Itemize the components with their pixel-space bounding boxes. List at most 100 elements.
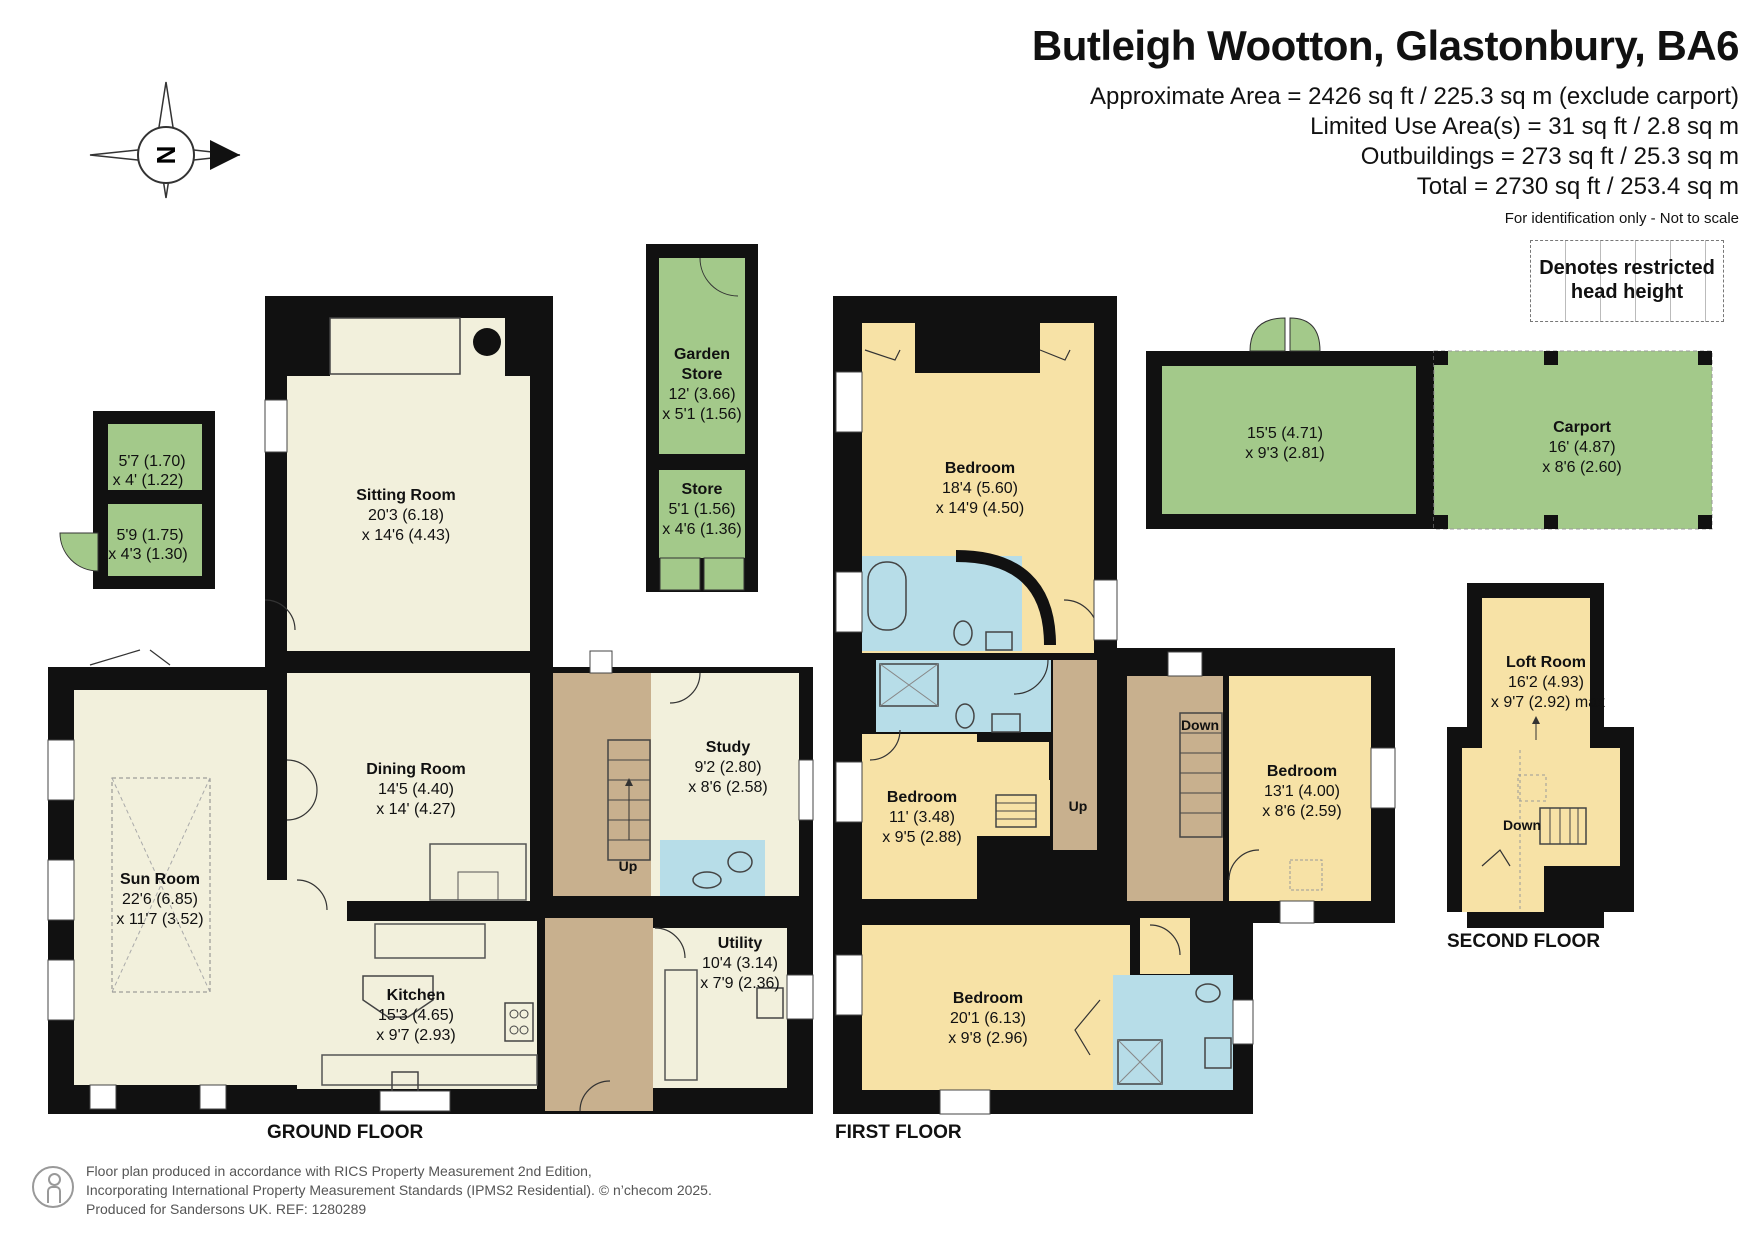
room-label-carport: Carport 16' (4.87) x 8'6 (2.60) <box>1542 419 1622 476</box>
room-dim: x 14'9 (4.50) <box>936 500 1024 517</box>
room-label-bedroom-master: Bedroom 18'4 (5.60) x 14'9 (4.50) <box>936 460 1024 517</box>
room-name: Study <box>706 739 751 756</box>
room-dim: x 8'6 (2.60) <box>1542 459 1622 476</box>
floor-label-ground: GROUND FLOOR <box>267 1122 423 1143</box>
room-label-bedroom-second: Bedroom 11' (3.48) x 9'5 (2.88) <box>882 789 962 846</box>
legend-line: head height <box>1570 281 1684 303</box>
carport <box>1433 350 1713 530</box>
stair-up-label-first: Up <box>1069 798 1088 814</box>
stair-down-label-second: Down <box>1503 817 1541 833</box>
room-dim: 13'1 (4.00) <box>1264 783 1340 800</box>
room-dim: 12' (3.66) <box>668 386 735 403</box>
room-dim: 15'5 (4.71) <box>1247 425 1323 442</box>
footer-line: Floor plan produced in accordance with R… <box>86 1163 592 1179</box>
room-dim: x 9'5 (2.88) <box>882 829 962 846</box>
room-dim: 5'7 (1.70) <box>118 453 185 470</box>
room-name: Store <box>682 366 723 383</box>
room-dim: 14'5 (4.40) <box>378 781 454 798</box>
room-dim: x 8'6 (2.58) <box>688 779 768 796</box>
room-dim: 20'1 (6.13) <box>950 1010 1026 1027</box>
room-dim: x 8'6 (2.59) <box>1262 803 1342 820</box>
floor-label-first: FIRST FLOOR <box>835 1122 962 1143</box>
room-name: Sun Room <box>120 871 200 888</box>
room-label-loft: Loft Room 16'2 (4.93) x 9'7 (2.92) max <box>1491 654 1605 711</box>
sun-room <box>74 690 267 1085</box>
compass-north-label: N <box>151 146 181 165</box>
stair-up-label-ground: Up <box>619 858 638 874</box>
room-dim: x 4' (1.22) <box>113 472 184 489</box>
ground-hall <box>553 673 651 896</box>
room-name: Kitchen <box>387 987 446 1004</box>
room-label-shed-a: 5'7 (1.70) x 4' (1.22) <box>113 453 186 489</box>
room-name: Bedroom <box>887 789 957 806</box>
first-floor-plan <box>833 296 1713 1115</box>
room-dim: 5'9 (1.75) <box>116 527 183 544</box>
room-label-sun: Sun Room 22'6 (6.85) x 11'7 (3.52) <box>116 871 203 928</box>
utility-room <box>653 928 787 1088</box>
room-label-bedroom-fourth: Bedroom 20'1 (6.13) x 9'8 (2.96) <box>948 990 1028 1047</box>
room-dim: 15'3 (4.65) <box>378 1007 454 1024</box>
stair-down-label-first: Down <box>1181 717 1219 733</box>
first-stair-hall <box>1127 676 1223 901</box>
room-label-study: Study 9'2 (2.80) x 8'6 (2.58) <box>688 739 768 796</box>
room-dim: 5'1 (1.56) <box>668 501 735 518</box>
room-dim: x 4'6 (1.36) <box>662 521 742 538</box>
scale-disclaimer: For identification only - Not to scale <box>1504 210 1739 227</box>
footer-notes: Floor plan produced in accordance with R… <box>86 1162 712 1219</box>
property-title: Butleigh Wootton, Glastonbury, BA6 <box>1031 22 1740 69</box>
restricted-height-legend: Denotes restricted head height <box>1530 240 1724 322</box>
room-dim: x 7'9 (2.36) <box>700 975 780 992</box>
room-name: Loft Room <box>1506 654 1586 671</box>
room-label-sitting: Sitting Room 20'3 (6.18) x 14'6 (4.43) <box>356 487 456 544</box>
room-dim: x 14'6 (4.43) <box>362 527 450 544</box>
sitting-room <box>287 376 530 651</box>
room-label-dining: Dining Room 14'5 (4.40) x 14' (4.27) <box>366 761 466 818</box>
bedroom-second <box>862 734 977 899</box>
garden-store <box>659 258 745 454</box>
room-dim: x 9'7 (2.92) max <box>1491 694 1605 711</box>
area-summary: Approximate Area = 2426 sq ft / 225.3 sq… <box>1090 82 1739 202</box>
room-name: Bedroom <box>945 460 1015 477</box>
room-dim: 18'4 (5.60) <box>942 480 1018 497</box>
first-bath-ensuite <box>862 556 1022 651</box>
room-dim: x 9'3 (2.81) <box>1245 445 1325 462</box>
ground-floor-plan <box>47 244 814 1114</box>
kitchen <box>297 921 537 1089</box>
outbuilding-room <box>1162 366 1416 514</box>
room-label-store: Store 5'1 (1.56) x 4'6 (1.36) <box>662 481 742 538</box>
compass-rose-icon: N <box>89 81 241 199</box>
ground-shed-lower <box>108 504 202 576</box>
room-name: Sitting Room <box>356 487 456 504</box>
area-total: Total = 2730 sq ft / 253.4 sq m <box>1416 173 1739 200</box>
room-label-kitchen: Kitchen 15'3 (4.65) x 9'7 (2.93) <box>376 987 456 1044</box>
floor-label-second: SECOND FLOOR <box>1447 931 1600 952</box>
room-dim: 16' (4.87) <box>1548 439 1615 456</box>
room-dim: 10'4 (3.14) <box>702 955 778 972</box>
dining-room <box>287 673 530 901</box>
footer-line: Incorporating International Property Mea… <box>86 1182 712 1198</box>
store <box>659 470 745 558</box>
ground-shed-upper <box>108 424 202 490</box>
footer-line: Produced for Sandersons UK. REF: 1280289 <box>86 1201 367 1217</box>
first-shower-room <box>1113 975 1233 1090</box>
room-dim: x 11'7 (3.52) <box>116 911 203 928</box>
room-dim: 16'2 (4.93) <box>1508 674 1584 691</box>
room-name: Dining Room <box>366 761 466 778</box>
room-name: Bedroom <box>953 990 1023 1007</box>
legend-line: Denotes restricted <box>1539 257 1715 279</box>
room-label-utility: Utility 10'4 (3.14) x 7'9 (2.36) <box>700 935 780 992</box>
room-name: Carport <box>1553 419 1611 436</box>
room-label-garden-store: Garden Store 12' (3.66) x 5'1 (1.56) <box>662 346 742 423</box>
room-dim: 20'3 (6.18) <box>368 507 444 524</box>
area-approximate: Approximate Area = 2426 sq ft / 225.3 sq… <box>1089 83 1739 110</box>
second-floor-plan <box>1447 583 1634 928</box>
room-dim: 9'2 (2.80) <box>694 759 761 776</box>
bedroom-third <box>1229 676 1371 901</box>
room-dim: x 14' (4.27) <box>376 801 456 818</box>
area-limited-use: Limited Use Area(s) = 31 sq ft / 2.8 sq … <box>1310 113 1739 140</box>
room-dim: 22'6 (6.85) <box>122 891 198 908</box>
room-name: Garden <box>674 346 730 363</box>
first-landing <box>1053 660 1097 850</box>
room-name: Store <box>682 481 723 498</box>
